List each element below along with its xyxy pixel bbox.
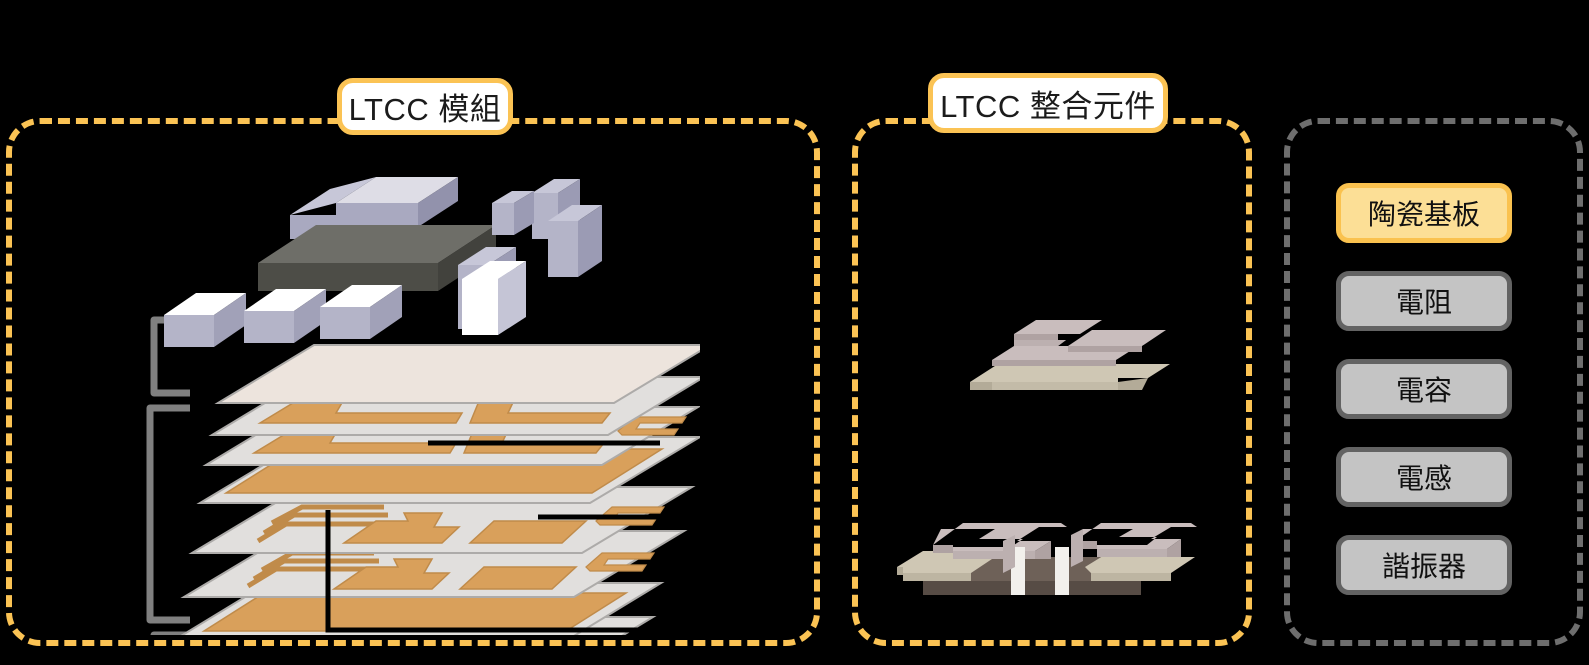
component-button-resonator[interactable]: 諧振器 — [1336, 535, 1512, 595]
component-pillar-4 — [492, 191, 534, 235]
ltcc-spiral-inductor-illustration — [897, 523, 1197, 595]
inductor-leg-left — [1003, 535, 1015, 573]
capacitor-plate-upper-right — [1068, 330, 1166, 352]
inductor-coil-left — [933, 523, 1067, 559]
component-ic — [258, 225, 496, 291]
surface-components — [164, 177, 602, 347]
component-cap-3 — [320, 285, 402, 339]
inductor-leg-right — [1071, 529, 1083, 567]
component-button-label: 電感 — [1395, 463, 1452, 494]
component-pillar-3 — [548, 205, 602, 277]
component-pillar-white — [462, 261, 526, 335]
component-cap-1 — [164, 293, 246, 347]
panel-label-ltcc-module: LTCC 模組 — [337, 78, 513, 135]
component-button-label: 諧振器 — [1381, 551, 1466, 582]
component-chip-back — [336, 177, 458, 227]
ltcc-layer-stack-illustration — [146, 177, 700, 635]
component-button-capacitor[interactable]: 電容 — [1336, 359, 1512, 419]
panel-ltcc-components — [1284, 118, 1583, 646]
inductor-coil-right — [1075, 523, 1197, 557]
component-button-resistor[interactable]: 電阻 — [1336, 271, 1512, 331]
component-button-label: 電容 — [1395, 375, 1452, 406]
inductor-via-right — [1055, 547, 1069, 595]
inductor-base-left — [897, 551, 995, 581]
panel-label-ltcc-integrated-devices: LTCC 整合元件 — [928, 73, 1168, 133]
component-button-ceramic-substrate[interactable]: 陶瓷基板 — [1336, 183, 1512, 243]
component-button-inductor[interactable]: 電感 — [1336, 447, 1512, 507]
ltcc-capacitor-illustration — [970, 320, 1170, 390]
layer-group — [164, 177, 700, 635]
leader-lines — [325, 440, 660, 633]
component-button-label: 電阻 — [1395, 287, 1452, 318]
capacitor-base-plate — [970, 364, 1170, 390]
stack-brackets — [146, 316, 190, 635]
capacitor-plate-upper-left — [1014, 320, 1102, 346]
component-button-label: 陶瓷基板 — [1367, 199, 1480, 230]
component-cap-2 — [244, 289, 326, 343]
